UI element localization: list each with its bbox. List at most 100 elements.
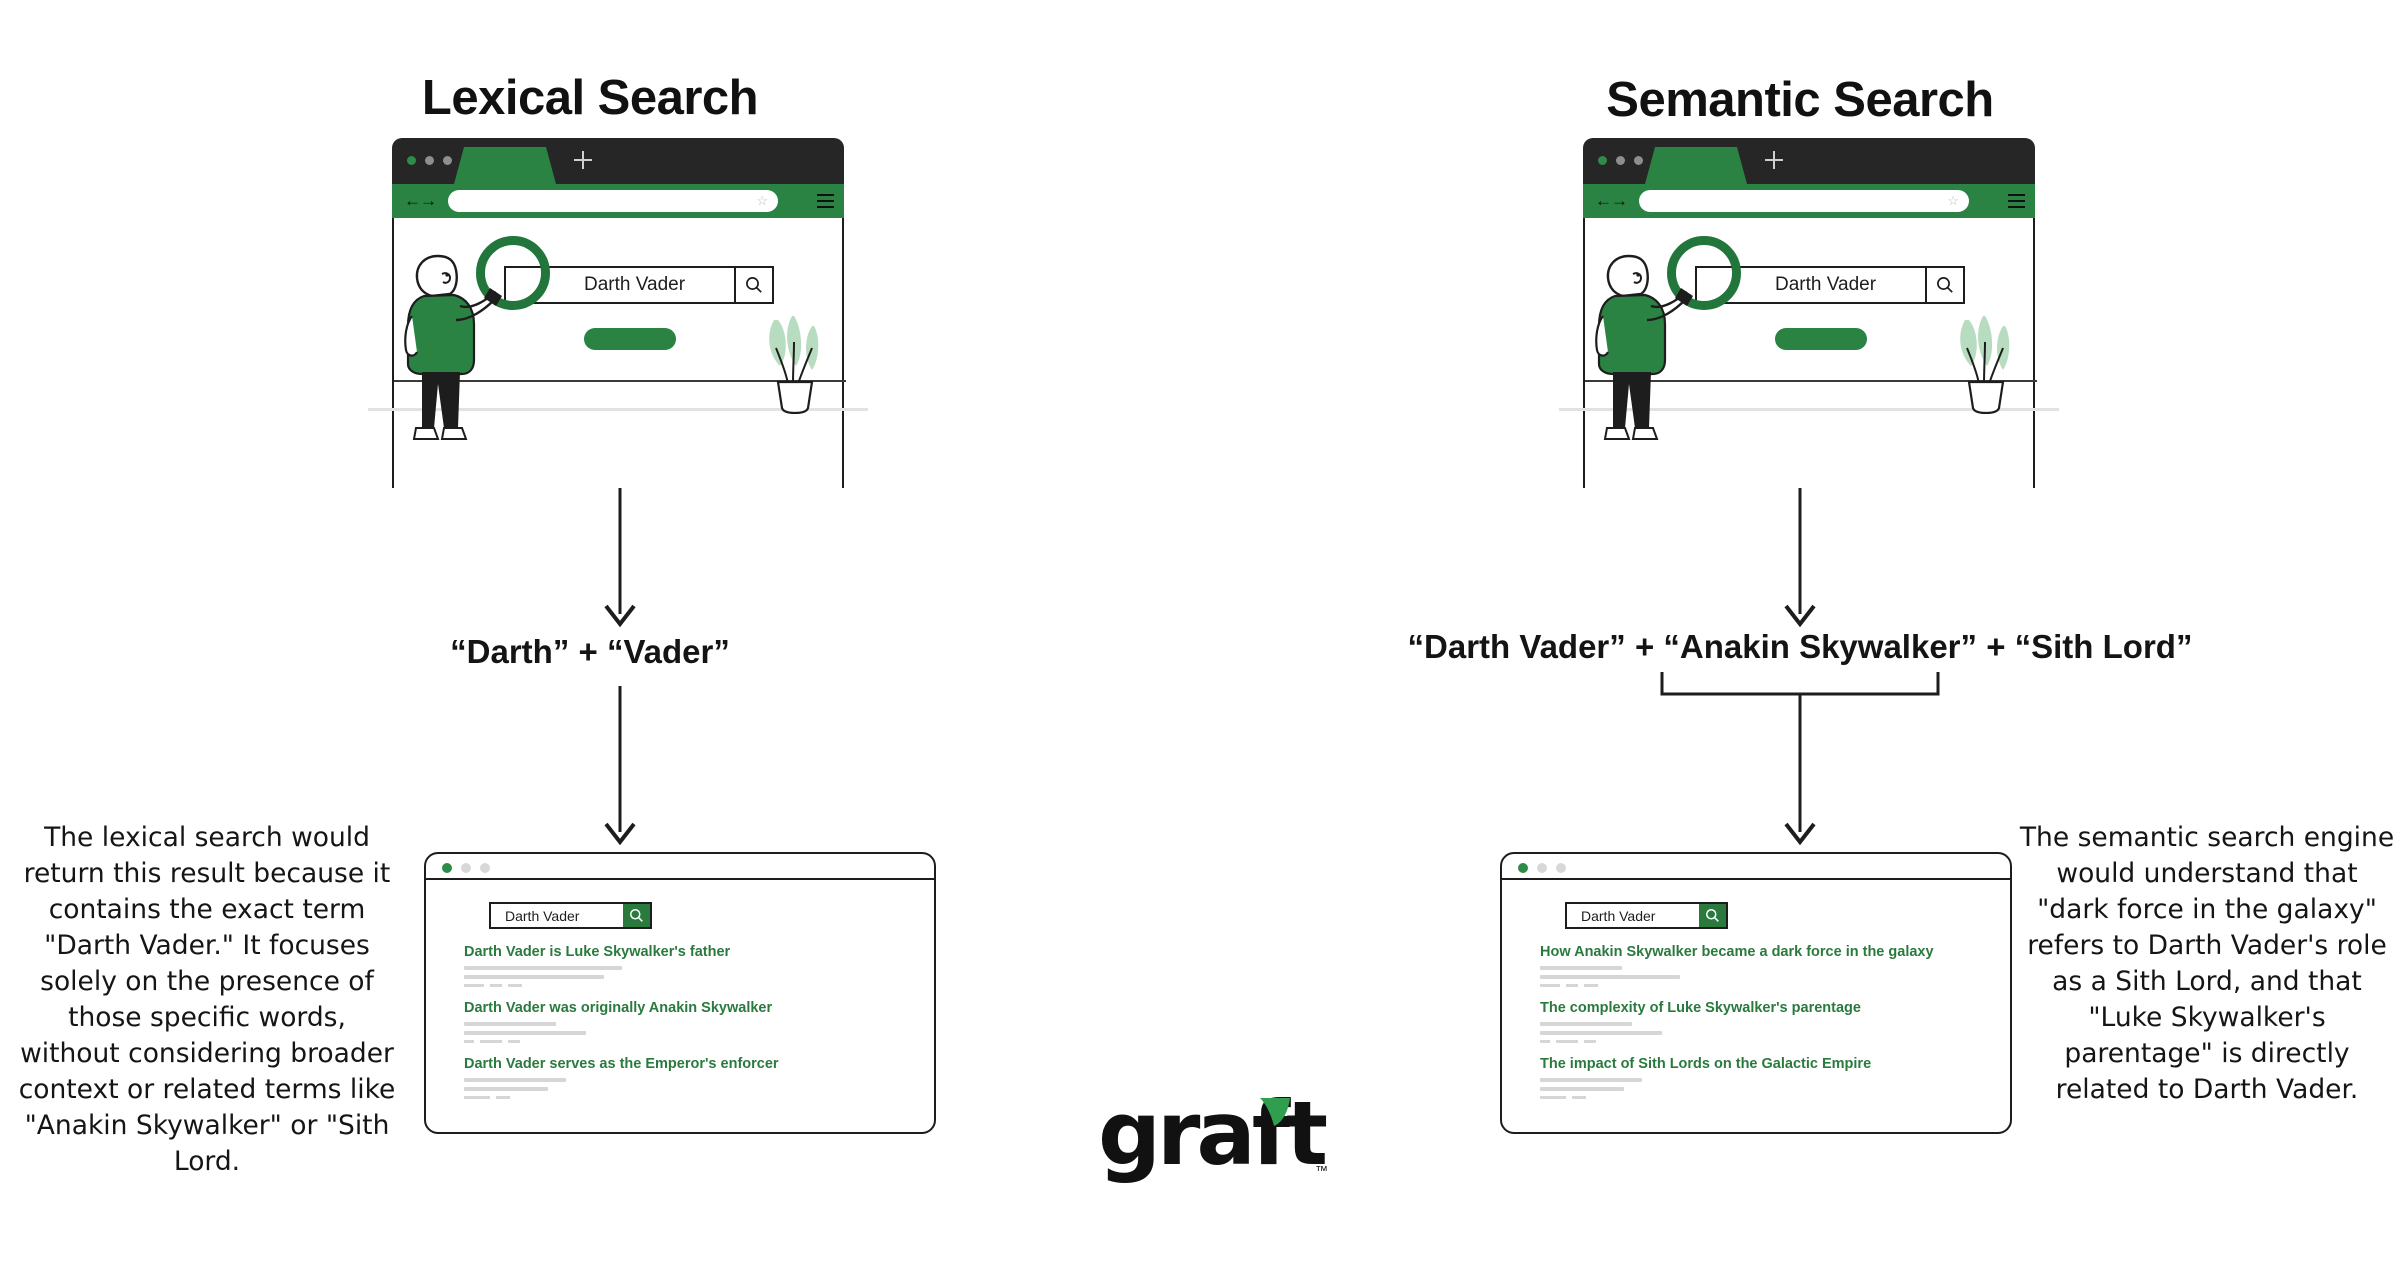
graft-logo: graft ™ bbox=[1098, 1086, 1328, 1188]
plus-icon[interactable] bbox=[574, 151, 592, 169]
search-input-value: Darth Vader bbox=[1775, 274, 1877, 295]
shelf-line bbox=[394, 380, 846, 382]
browser-tab-active[interactable] bbox=[454, 147, 556, 184]
results-search-button[interactable] bbox=[623, 904, 650, 927]
window-dot-gray-2 bbox=[1634, 156, 1643, 165]
snippet-meta bbox=[464, 984, 922, 987]
logo-wordmark: graft bbox=[1098, 1082, 1328, 1185]
snippet-meta bbox=[1540, 1040, 1998, 1043]
results-dot-gray-2 bbox=[480, 863, 490, 873]
results-search-input-semantic[interactable]: Darth Vader bbox=[1565, 902, 1728, 929]
snippet-line bbox=[1540, 1078, 1642, 1082]
url-input[interactable]: ☆ bbox=[1639, 190, 1969, 212]
query-terms-lexical: “Darth” + “Vader” bbox=[450, 633, 730, 670]
snippet-line bbox=[464, 1087, 548, 1091]
results-list-lexical: Darth Vader is Luke Skywalker's father D… bbox=[464, 944, 922, 1112]
magnifier-icon bbox=[746, 277, 762, 293]
snippet-meta bbox=[464, 1096, 922, 1099]
window-dot-gray-1 bbox=[425, 156, 434, 165]
cta-button-placeholder[interactable] bbox=[584, 328, 676, 350]
results-card-semantic: Darth Vader How Anakin Skywalker became … bbox=[1500, 852, 2012, 1134]
arrow-browser-to-terms-right bbox=[1784, 488, 1816, 628]
snippet-meta bbox=[1540, 984, 1998, 987]
magnifier-icon bbox=[629, 908, 643, 922]
plus-icon[interactable] bbox=[1765, 151, 1783, 169]
results-list-semantic: How Anakin Skywalker became a dark force… bbox=[1540, 944, 1998, 1112]
results-window-controls bbox=[442, 863, 490, 873]
search-button[interactable] bbox=[734, 268, 772, 302]
snippet-meta bbox=[1540, 1096, 1998, 1099]
results-search-value: Darth Vader bbox=[1581, 907, 1656, 924]
results-search-input-lexical[interactable]: Darth Vader bbox=[489, 902, 652, 929]
result-item[interactable]: Darth Vader was originally Anakin Skywal… bbox=[464, 1000, 922, 1043]
results-dot-gray-1 bbox=[461, 863, 471, 873]
browser-toolbar: ←→ ☆ bbox=[392, 184, 844, 218]
person-illustration bbox=[1595, 254, 1693, 440]
browser-viewport: Darth Vader bbox=[368, 218, 868, 488]
results-search-value: Darth Vader bbox=[505, 907, 580, 924]
result-item[interactable]: Darth Vader serves as the Emperor's enfo… bbox=[464, 1056, 922, 1099]
back-forward-arrows-icon[interactable]: ←→ bbox=[404, 191, 437, 210]
page-title-lexical: Lexical Search bbox=[421, 71, 759, 125]
magnifier-icon bbox=[1667, 236, 1741, 310]
green-leaf-icon bbox=[1260, 1098, 1290, 1126]
snippet-line bbox=[464, 1031, 586, 1035]
window-controls bbox=[1598, 156, 1643, 165]
window-dot-green bbox=[1598, 156, 1607, 165]
results-dot-green bbox=[442, 863, 452, 873]
browser-mock-lexical: ←→ ☆ bbox=[368, 138, 868, 488]
shelf-line bbox=[1585, 380, 2037, 382]
window-dot-gray-1 bbox=[1616, 156, 1625, 165]
result-title[interactable]: How Anakin Skywalker became a dark force… bbox=[1540, 944, 1934, 960]
results-card-lexical: Darth Vader Darth Vader is Luke Skywalke… bbox=[424, 852, 936, 1134]
star-icon[interactable]: ☆ bbox=[756, 193, 768, 208]
result-item[interactable]: The complexity of Luke Skywalker's paren… bbox=[1540, 1000, 1998, 1043]
results-dot-gray-1 bbox=[1537, 863, 1547, 873]
window-dot-green bbox=[407, 156, 416, 165]
hamburger-menu-icon[interactable] bbox=[817, 194, 834, 212]
magnifier-icon bbox=[476, 236, 550, 310]
snippet-line bbox=[1540, 966, 1622, 970]
bracket-arrow-terms-to-results-right bbox=[1660, 672, 1940, 846]
result-title[interactable]: The complexity of Luke Skywalker's paren… bbox=[1540, 1000, 1861, 1016]
window-dot-gray-2 bbox=[443, 156, 452, 165]
arrow-terms-to-results-left bbox=[604, 686, 636, 846]
browser-toolbar: ←→ ☆ bbox=[1583, 184, 2035, 218]
page-title-semantic: Semantic Search bbox=[1606, 73, 1994, 127]
result-title[interactable]: Darth Vader is Luke Skywalker's father bbox=[464, 944, 731, 960]
browser-titlebar bbox=[1583, 138, 2035, 184]
snippet-line bbox=[1540, 1031, 1662, 1035]
results-search-button[interactable] bbox=[1699, 904, 1726, 927]
results-window-controls bbox=[1518, 863, 1566, 873]
query-terms-semantic: “Darth Vader” + “Anakin Skywalker” + “Si… bbox=[1407, 628, 2193, 665]
plant-illustration bbox=[1960, 316, 2010, 414]
result-item[interactable]: How Anakin Skywalker became a dark force… bbox=[1540, 944, 1998, 987]
result-title[interactable]: Darth Vader was originally Anakin Skywal… bbox=[464, 1000, 773, 1016]
result-title[interactable]: The impact of Sith Lords on the Galactic… bbox=[1540, 1056, 1872, 1072]
snippet-line bbox=[464, 975, 604, 979]
url-input[interactable]: ☆ bbox=[448, 190, 778, 212]
back-forward-arrows-icon[interactable]: ←→ bbox=[1595, 191, 1628, 210]
result-title[interactable]: Darth Vader serves as the Emperor's enfo… bbox=[464, 1056, 779, 1072]
trademark-symbol: ™ bbox=[1315, 1163, 1328, 1178]
magnifier-icon bbox=[1937, 277, 1953, 293]
snippet-line bbox=[464, 1022, 556, 1026]
browser-tab-active[interactable] bbox=[1645, 147, 1747, 184]
snippet-meta bbox=[464, 1040, 922, 1043]
search-button[interactable] bbox=[1925, 268, 1963, 302]
browser-viewport: Darth Vader bbox=[1559, 218, 2059, 488]
snippet-line bbox=[1540, 1087, 1624, 1091]
snippet-line bbox=[1540, 1022, 1632, 1026]
hamburger-menu-icon[interactable] bbox=[2008, 194, 2025, 212]
results-dot-green bbox=[1518, 863, 1528, 873]
arrow-browser-to-terms-left bbox=[604, 488, 636, 628]
star-icon[interactable]: ☆ bbox=[1947, 193, 1959, 208]
floor-line bbox=[368, 408, 868, 411]
browser-mock-semantic: ←→ ☆ Dart bbox=[1559, 138, 2059, 488]
cta-button-placeholder[interactable] bbox=[1775, 328, 1867, 350]
results-titlebar bbox=[1502, 854, 2010, 880]
result-item[interactable]: The impact of Sith Lords on the Galactic… bbox=[1540, 1056, 1998, 1099]
plant-illustration bbox=[769, 316, 819, 414]
result-item[interactable]: Darth Vader is Luke Skywalker's father bbox=[464, 944, 922, 987]
